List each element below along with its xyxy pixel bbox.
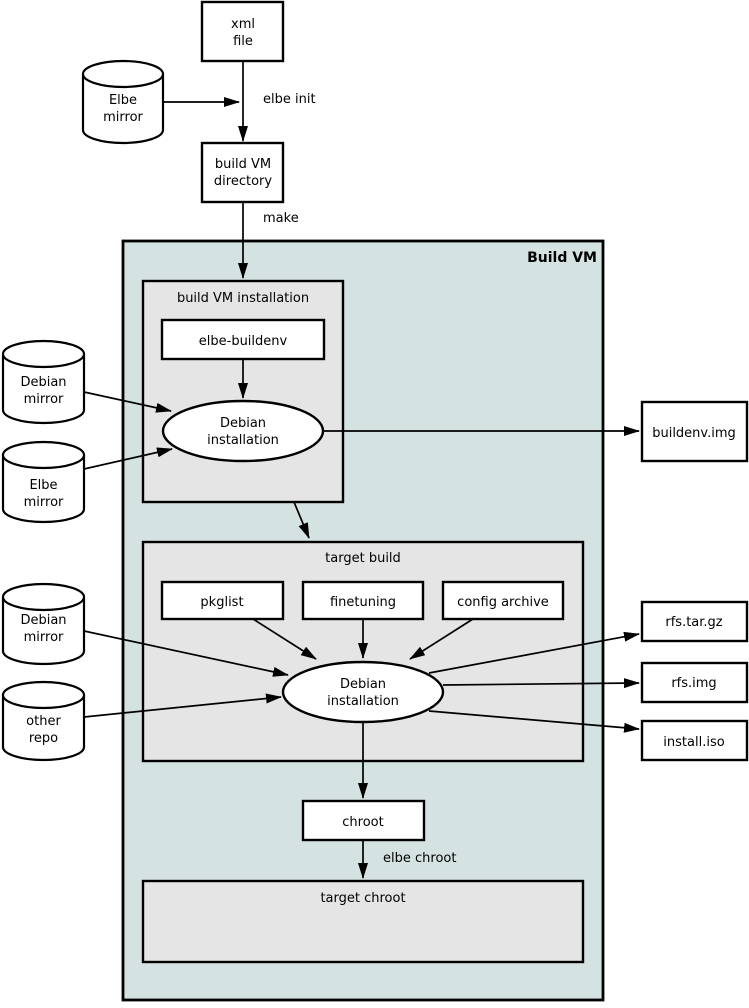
elbe-mirror-vm-cylinder: Elbe mirror [1,440,86,524]
xml-file-label-line1: xml [231,17,255,32]
build-vm-directory-node: build VM directory [200,141,285,204]
elbe-mirror-top-lid [81,59,165,89]
build-vm-installation-group: build VM installation [141,279,345,504]
debian-mirror-vm-label-line2: mirror [24,392,64,407]
build-vm-container-label: Build VM [527,250,597,266]
buildenv-img-label: buildenv.img [652,426,736,441]
install-iso-box [640,719,749,762]
debian-installation-vm-label-line2: installation [207,433,279,448]
rfs-tar-gz-label: rfs.tar.gz [665,615,722,630]
edge-pkglist-to-debian-installation-target [252,618,317,660]
build-vm-directory-label-line1: build VM [215,157,271,172]
xml-file-box [200,0,285,63]
other-repo-label-line1: other [26,714,61,729]
rfs-img-node: rfs.img [640,661,749,704]
target-chroot-group: target chroot [141,879,585,964]
debian-installation-vm-node: Debian installation [161,399,325,463]
build-vm-installation-label: build VM installation [177,291,309,306]
edge-debian-installation-target-to-install-iso [428,710,640,733]
pkglist-node: pkglist [160,580,285,621]
debian-mirror-target-lid [1,582,86,612]
debian-mirror-target-label-line1: Debian [20,613,66,628]
buildenv-img-box [640,400,749,463]
edge-debian-installation-target-to-rfs-img [442,678,640,689]
target-chroot-box [141,879,585,964]
elbe-mirror-top-cylinder: Elbe mirror [81,59,165,145]
debian-installation-target-label-line1: Debian [340,677,386,692]
pkglist-label: pkglist [200,595,243,610]
chroot-node: chroot [301,799,426,842]
install-iso-label: install.iso [663,735,724,750]
debian-mirror-target-label-line2: mirror [24,630,64,645]
edge-label-make: make [263,211,299,226]
install-iso-node: install.iso [640,719,749,762]
config-archive-box [441,580,565,621]
buildenv-img-node: buildenv.img [640,400,749,463]
build-vm-directory-label-line2: directory [214,174,272,189]
edge-other-repo-to-debian-installation-target [83,693,282,718]
edge-debian-installation-target-to-rfs-tar-gz [428,631,640,674]
pkglist-box [160,580,285,621]
debian-installation-vm-label-line1: Debian [220,416,266,431]
chroot-box [301,799,426,842]
other-repo-cylinder: other repo [1,680,86,762]
xml-file-label-line2: file [233,34,253,49]
edge-build-vm-installation-to-target-build [293,501,310,539]
debian-mirror-vm-cylinder: Debian mirror [1,339,86,425]
rfs-tar-gz-node: rfs.tar.gz [640,600,749,643]
debian-installation-vm-ellipse [161,399,325,463]
target-build-label: target build [325,551,401,566]
debian-mirror-target-cylinder: Debian mirror [1,582,86,666]
edge-config-archive-to-debian-installation-target [409,618,474,660]
build-vm-directory-box [200,141,285,204]
other-repo-lid [1,680,86,710]
build-vm-installation-box [141,279,345,504]
elbe-mirror-vm-lid [1,440,86,470]
debian-mirror-vm-label-line1: Debian [20,375,66,390]
config-archive-label: config archive [457,595,549,610]
elbe-mirror-vm-label-line2: mirror [24,495,64,510]
rfs-img-label: rfs.img [671,676,716,691]
debian-installation-target-node: Debian installation [281,660,445,724]
elbe-mirror-top-label-line2: mirror [103,110,143,125]
edge-label-elbe-chroot: elbe chroot [383,851,456,866]
edge-label-elbe-init: elbe init [263,92,316,107]
elbe-mirror-top-label-line1: Elbe [109,93,137,108]
other-repo-body [1,695,86,762]
elbe-mirror-vm-body [1,455,86,524]
finetuning-label: finetuning [330,595,396,610]
debian-installation-target-ellipse [281,660,445,724]
debian-mirror-target-body [1,597,86,666]
other-repo-label-line2: repo [29,731,58,746]
debian-mirror-vm-body [1,354,86,425]
edge-debian-mirror-to-debian-installation-target [83,630,289,677]
rfs-img-box [640,661,749,704]
chroot-label: chroot [342,815,383,830]
edge-debian-mirror-to-debian-installation-vm [83,391,172,413]
rfs-tar-gz-box [640,600,749,643]
elbe-buildenv-node: elbe-buildenv [160,318,326,361]
debian-mirror-vm-lid [1,339,86,369]
debian-installation-target-label-line2: installation [327,694,399,709]
elbe-mirror-vm-label-line1: Elbe [29,478,57,493]
target-chroot-label: target chroot [320,891,405,906]
config-archive-node: config archive [441,580,565,621]
elbe-buildenv-label: elbe-buildenv [199,334,288,349]
finetuning-box [301,580,425,621]
elbe-mirror-top-body [81,74,165,145]
xml-file-node: xml file [200,0,285,63]
edge-elbe-mirror-to-debian-installation-vm [83,447,173,470]
finetuning-node: finetuning [301,580,425,621]
